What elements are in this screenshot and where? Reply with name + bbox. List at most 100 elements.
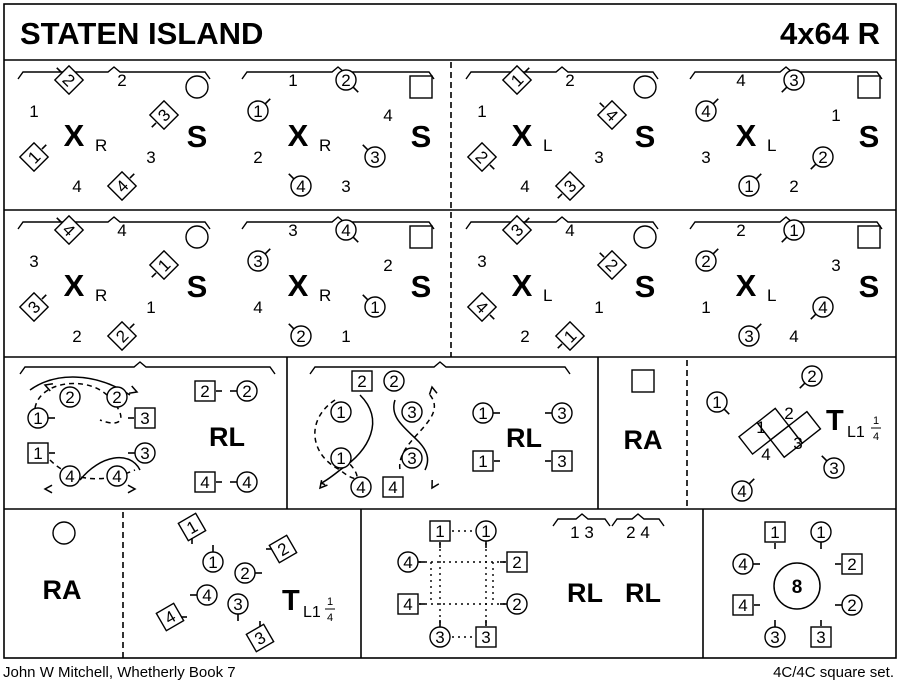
man-symbol <box>185 75 209 99</box>
figure-x: X <box>736 268 757 303</box>
woman-square: 2 <box>596 249 628 281</box>
woman-square: 1 <box>177 512 207 542</box>
square-outline <box>397 593 419 615</box>
woman-square: 2 <box>466 141 498 173</box>
figure-rl: RL <box>567 578 603 608</box>
dancer-number: 1 <box>208 553 217 572</box>
facing-tick <box>781 236 788 243</box>
dancer-number: 4 <box>65 467 74 486</box>
dancer-number: 1 <box>29 102 38 121</box>
man-circle <box>59 465 81 487</box>
dancer-number: 4 <box>789 327 798 346</box>
square-outline <box>177 512 207 542</box>
square-outline <box>18 291 50 323</box>
figure-s: S <box>635 269 656 304</box>
woman-symbol <box>631 369 655 393</box>
phrase-bar <box>689 66 883 80</box>
dancer-number: 2 <box>512 595 521 614</box>
facing-tick <box>288 323 295 330</box>
man-circle <box>401 447 423 469</box>
dancer-number: 4 <box>242 473 251 492</box>
man-circle <box>335 69 357 91</box>
facing-tick <box>362 144 369 151</box>
facing-tick <box>489 314 495 320</box>
woman-square: 2 <box>268 534 298 564</box>
arrow-head <box>428 385 438 395</box>
dancer-number: 1 <box>481 522 490 541</box>
phrase-bar <box>465 66 659 80</box>
dancer-number: 3 <box>253 252 262 271</box>
dancer-number: 2 <box>112 388 121 407</box>
man-symbol <box>185 225 209 249</box>
man-circle <box>106 386 128 408</box>
facing-tick <box>557 193 563 199</box>
phrase-bar <box>552 513 611 527</box>
phrase-bar <box>19 361 276 375</box>
woman-square: 1 <box>764 521 786 543</box>
woman-square: 3 <box>134 407 156 429</box>
woman-square: 4 <box>53 214 85 246</box>
phrase-label: 2 4 <box>626 523 650 542</box>
dancer-number: 3 <box>816 628 825 647</box>
dancer-number: 4 <box>112 467 121 486</box>
woman-square: 3 <box>554 170 586 202</box>
square-outline <box>106 170 138 202</box>
square-outline <box>841 553 863 575</box>
outer-frame <box>3 3 897 659</box>
dancer-number: 1 <box>478 404 487 423</box>
figure-x-subscript: L <box>543 286 552 305</box>
dancer-number: 2 <box>341 71 350 90</box>
phrase-bar <box>241 216 435 230</box>
dancer-number: 3 <box>288 221 297 240</box>
man-circle <box>290 325 312 347</box>
dancer-number: 4 <box>200 473 209 492</box>
dancer-number: 1 <box>253 102 262 121</box>
figure-x-subscript: L <box>543 136 552 155</box>
figure-s: S <box>187 269 208 304</box>
facing-tick <box>524 67 530 73</box>
woman-square: 4 <box>382 476 404 498</box>
square-outline <box>466 291 498 323</box>
woman-square: 4 <box>106 170 138 202</box>
figure-ra: RA <box>624 425 663 455</box>
square-outline <box>18 141 50 173</box>
dancer-number: 2 <box>72 327 81 346</box>
facing-tick <box>56 67 62 73</box>
dancer-number: 3 <box>140 409 149 428</box>
dancer-number: 1 <box>336 403 345 422</box>
facing-tick <box>755 173 762 180</box>
dance-title: STATEN ISLAND <box>20 16 263 51</box>
facing-tick <box>352 236 359 243</box>
dancer-number: 2 <box>117 71 126 90</box>
woman-square: 4 <box>596 99 628 131</box>
dancer-number: 3 <box>140 444 149 463</box>
dancer-number: 1 <box>370 298 379 317</box>
woman-symbol <box>409 225 433 249</box>
square-outline <box>501 214 533 246</box>
dancer-number: 3 <box>831 256 840 275</box>
woman-square: 3 <box>245 623 275 653</box>
facing-tick <box>810 163 817 170</box>
dancer-number: 4 <box>253 298 262 317</box>
figure-x: X <box>64 268 85 303</box>
facing-tick <box>557 343 563 349</box>
man-circle <box>383 370 405 392</box>
figure-x: X <box>288 118 309 153</box>
facing-tick <box>755 323 762 330</box>
arrow-head <box>431 479 440 490</box>
dancer-number: 1 <box>33 409 42 428</box>
man-circle <box>738 325 760 347</box>
dancer-number: 4 <box>565 221 574 240</box>
dancer-number: 1 <box>288 71 297 90</box>
dancer-number: 2 <box>242 382 251 401</box>
dancer-number: 2 <box>565 71 574 90</box>
footer-source: John W Mitchell, Whetherly Book 7 <box>3 664 236 681</box>
dancer-number: 4 <box>383 106 392 125</box>
facing-tick <box>41 294 47 300</box>
man-circle <box>330 401 352 423</box>
square-outline <box>764 521 786 543</box>
dancer-number: 3 <box>407 403 416 422</box>
reel-track-dashed <box>399 394 436 471</box>
dancer-number: 4 <box>738 596 747 615</box>
facing-tick <box>524 217 530 223</box>
